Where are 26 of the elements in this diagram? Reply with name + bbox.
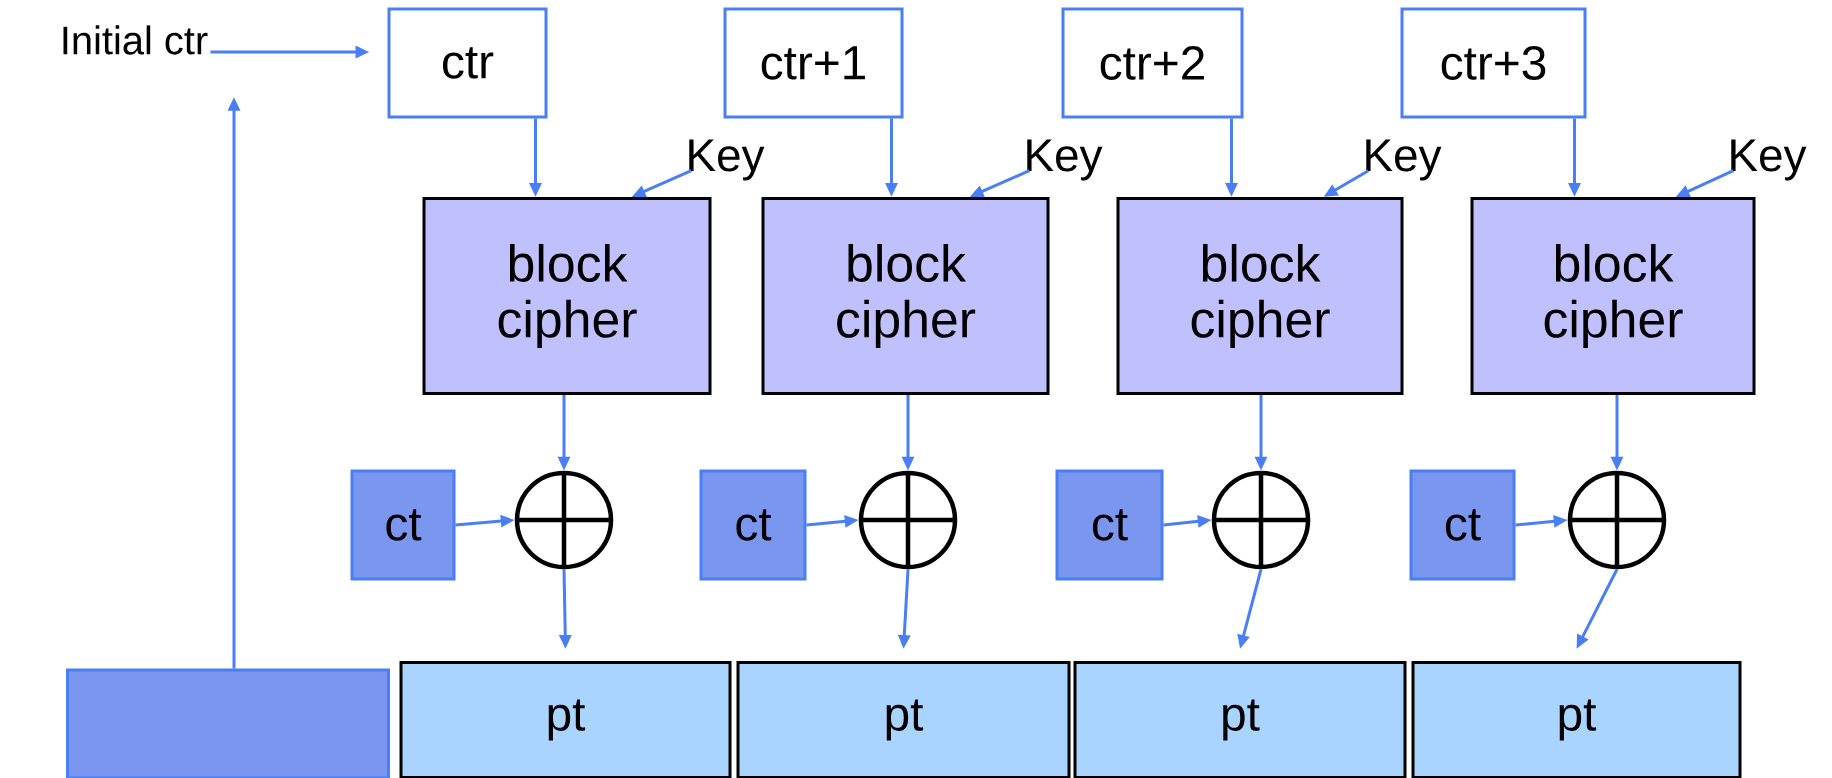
ciphertext-box: ct	[1409, 469, 1516, 581]
block-cipher-box: block cipher	[761, 197, 1050, 395]
key-label: Key	[1366, 139, 1442, 181]
block-cipher-box: block cipher	[1116, 197, 1404, 395]
plaintext-box: pt	[736, 661, 1071, 778]
xor-symbol	[1567, 470, 1667, 570]
ciphertext-box: ct	[699, 469, 807, 581]
counter-box: ctr+1	[723, 7, 904, 119]
key-label: Key	[1027, 139, 1103, 181]
xor-symbol	[514, 470, 614, 570]
key-label: Key	[1731, 139, 1807, 181]
plaintext-box: pt	[1073, 661, 1407, 778]
plaintext-box: pt	[399, 661, 732, 778]
key-label: Key	[689, 139, 765, 181]
counter-box: ctr+2	[1061, 7, 1244, 119]
text-label: Initial ctr	[63, 25, 208, 55]
xor-symbol	[1211, 470, 1311, 570]
counter-box: ctr	[387, 7, 548, 119]
hatched-block	[66, 668, 390, 778]
xor-symbol	[858, 470, 958, 570]
counter-box: ctr+3	[1400, 7, 1587, 119]
block-cipher-box: block cipher	[1470, 197, 1756, 395]
ciphertext-box: ct	[1055, 469, 1164, 581]
ciphertext-box: ct	[350, 469, 456, 581]
block-cipher-box: block cipher	[422, 197, 712, 395]
plaintext-box: pt	[1411, 661, 1742, 778]
